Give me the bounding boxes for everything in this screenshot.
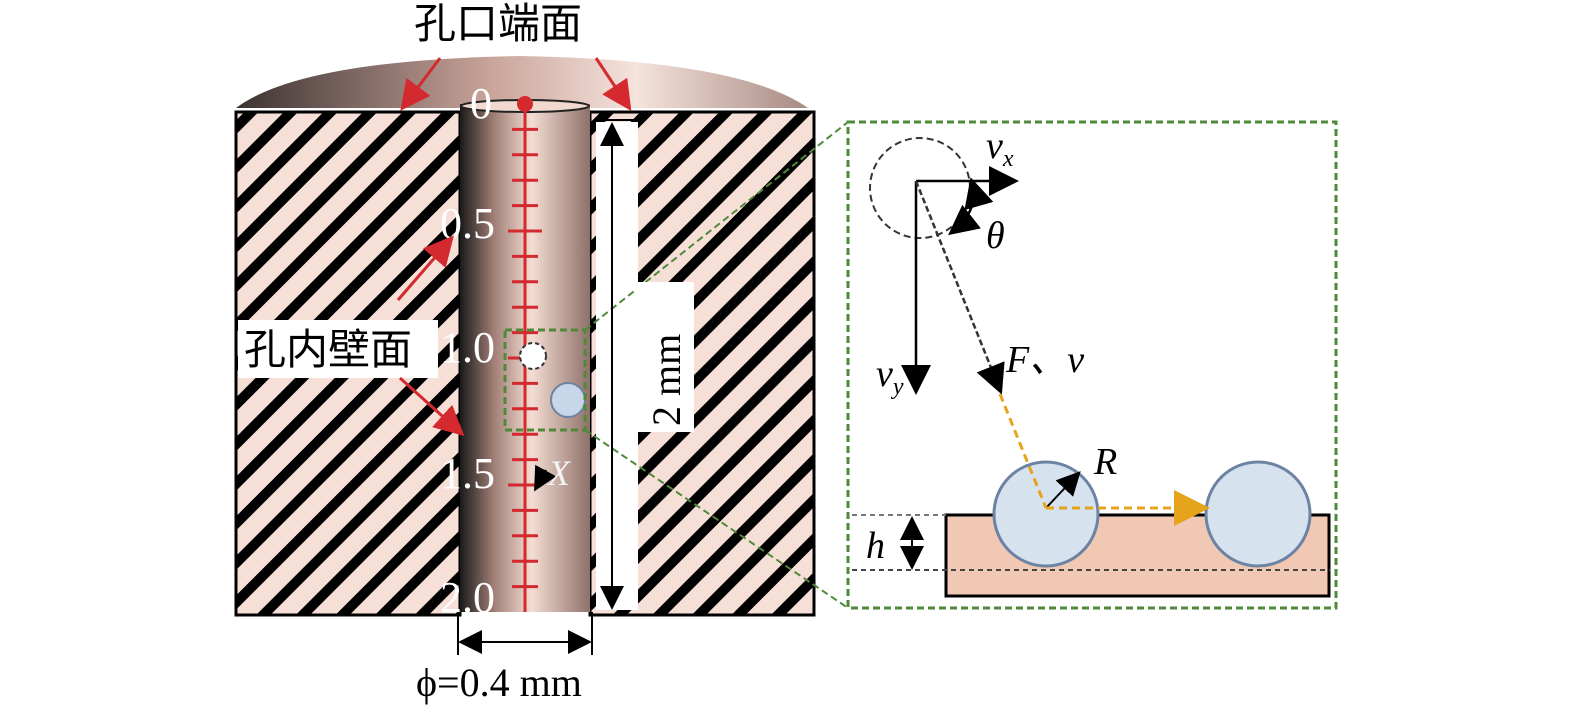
vx-label-sub: x: [1002, 146, 1014, 172]
scale-ticks: [508, 127, 542, 589]
end-face-label: 孔口端面: [414, 0, 582, 48]
inner-wall-label-bg: [238, 320, 438, 378]
particle-impact: [992, 460, 1100, 568]
inner-wall-arrow-down: [398, 376, 465, 437]
particle-start-dashed: [519, 342, 547, 370]
theta-label: θ: [986, 215, 1005, 257]
detail-connector-bottom: [584, 429, 849, 609]
depth-dimension-label: 2 mm: [644, 334, 689, 426]
vx-label: vx: [986, 125, 1014, 172]
vy-label: vy: [876, 353, 904, 400]
vy-label-sub: y: [891, 374, 904, 400]
radius-arrow: [1045, 471, 1081, 509]
end-face-arrow-left: [400, 57, 442, 111]
inner-wall-arrow-up: [396, 235, 454, 301]
depth-label-bg: [636, 282, 694, 432]
inner-wall-label: 孔内壁面: [244, 325, 412, 374]
theta-arc: [948, 177, 994, 236]
tick-label-0: 0: [470, 79, 492, 128]
tick-label-1-5: 1.5: [440, 449, 495, 498]
x-axis-arrow: [534, 464, 557, 492]
scale-origin-dot: [517, 96, 533, 112]
end-face-cap: [236, 56, 808, 108]
vy-label-main: v: [876, 353, 893, 395]
end-face-arrow-right: [594, 57, 632, 111]
trajectory-incoming: [998, 393, 1048, 509]
tick-label-1-0: 1.0: [440, 323, 495, 372]
vx-label-main: v: [986, 125, 1003, 167]
dimension-gap: [596, 122, 638, 610]
resultant-arrow: [914, 180, 1005, 395]
detail-source-box: [503, 328, 587, 432]
diameter-label: ϕ=0.4 mm: [416, 660, 582, 705]
radius-label: R: [1093, 441, 1117, 483]
tick-label-2-0: 2.0: [440, 573, 495, 622]
particle-in-hole: [550, 382, 586, 418]
h-label: h: [866, 525, 885, 567]
particle-final: [1204, 460, 1312, 568]
force-velocity-label: F、v: [1005, 339, 1084, 381]
x-axis-label: X: [546, 453, 572, 493]
detail-connector-top: [584, 121, 849, 331]
